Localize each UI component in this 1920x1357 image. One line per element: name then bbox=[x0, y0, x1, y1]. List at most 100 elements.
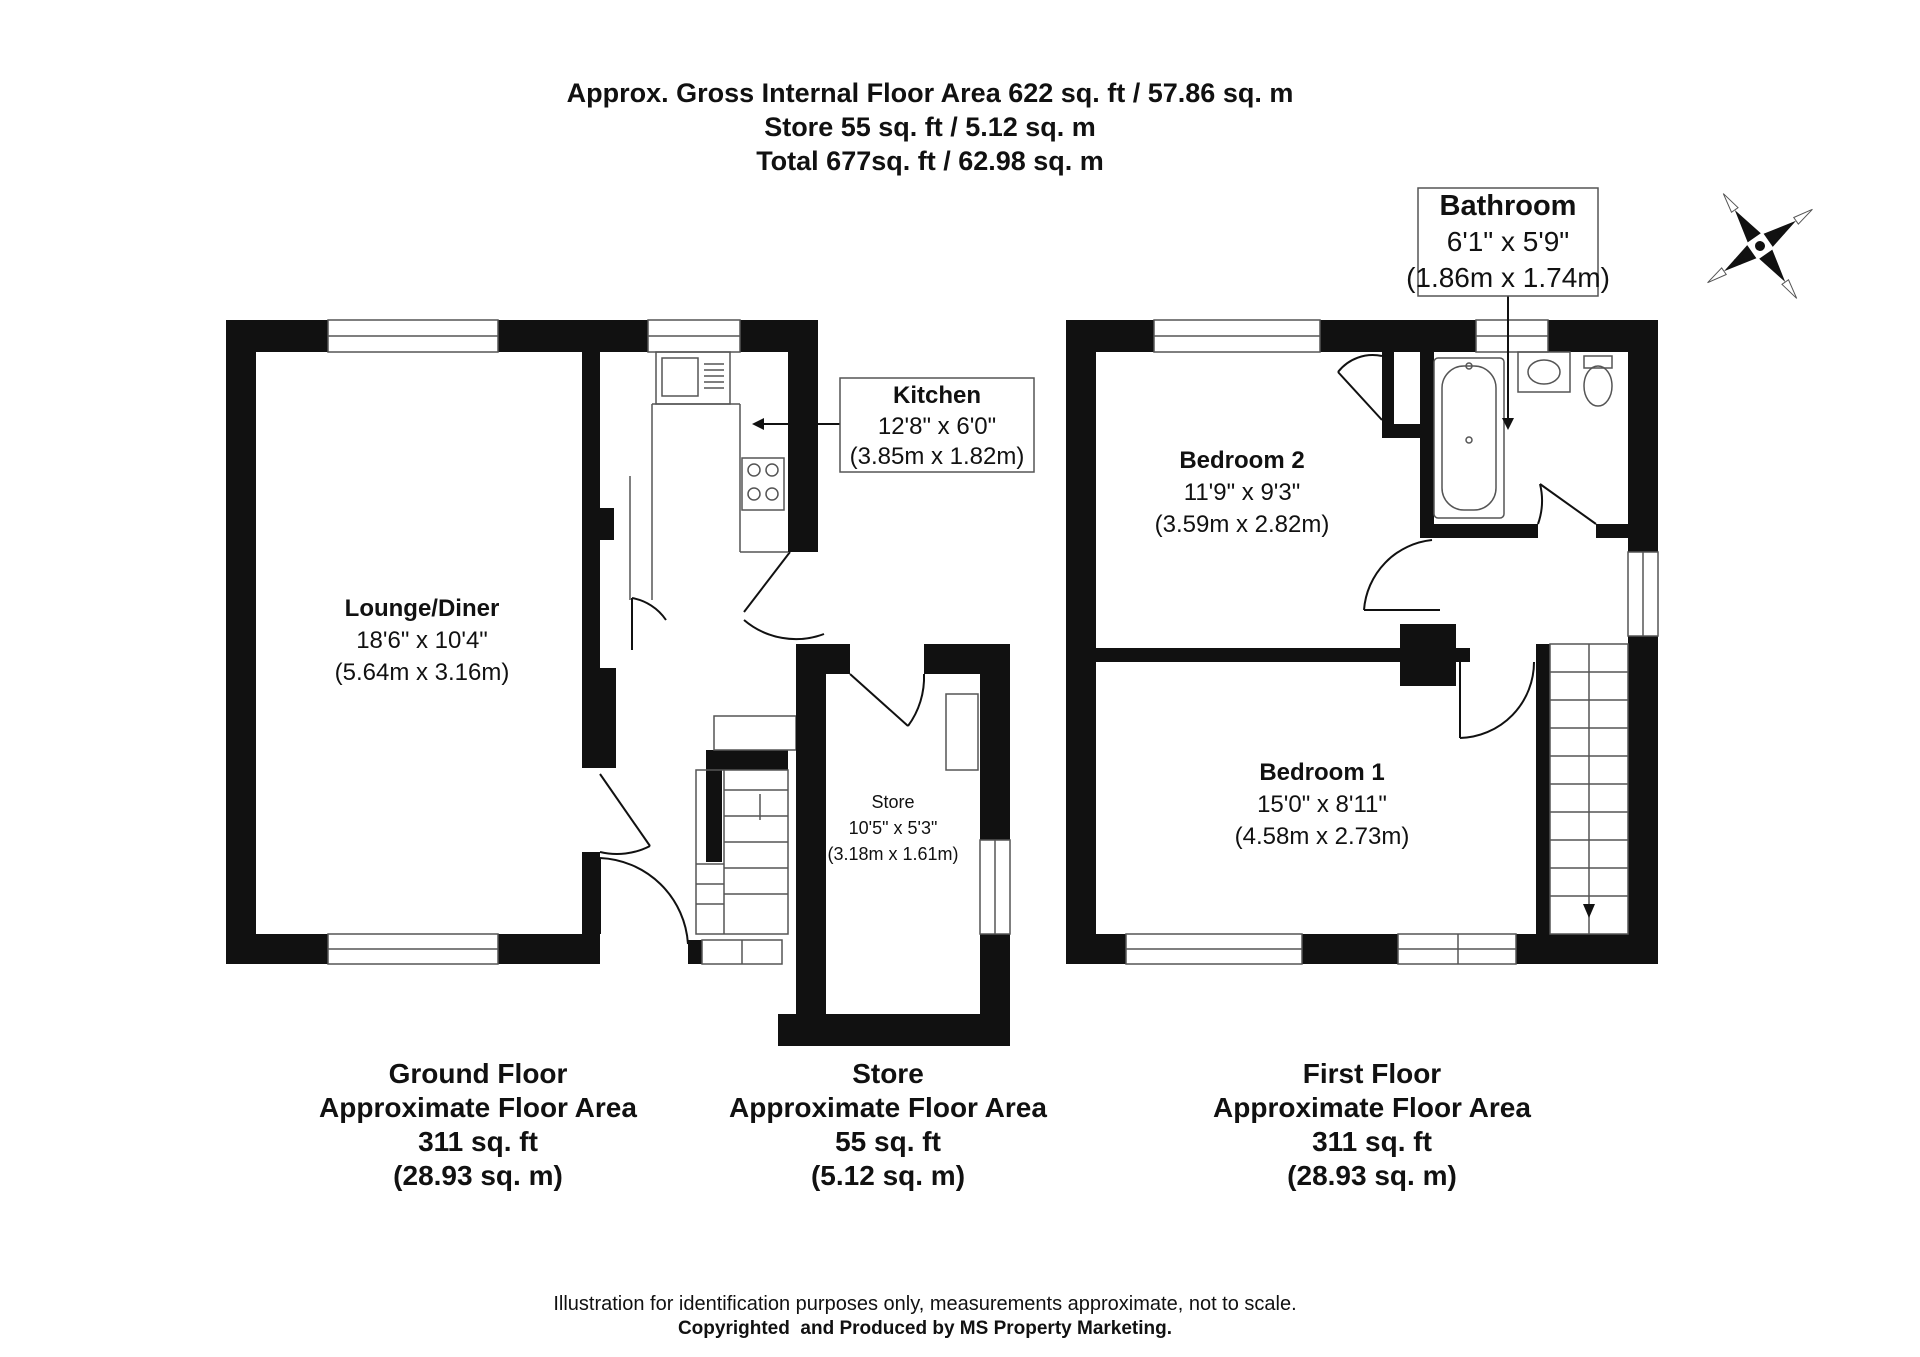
footer: Illustration for identification purposes… bbox=[553, 1293, 1296, 1339]
wall bbox=[796, 644, 850, 674]
storage-unit bbox=[945, 693, 979, 771]
wall bbox=[778, 1014, 1010, 1046]
wall bbox=[1302, 934, 1398, 964]
room-label-bedroom-1: Bedroom 1 15'0" x 8'11" (4.58m x 2.73m) bbox=[1235, 759, 1410, 850]
floor-area-imperial: 311 sq. ft bbox=[1312, 1126, 1432, 1157]
wall bbox=[498, 934, 600, 964]
wall bbox=[1320, 320, 1476, 352]
wall bbox=[226, 320, 328, 352]
floor-area-imperial: 311 sq. ft bbox=[418, 1126, 538, 1157]
floor-area-metric: (28.93 sq. m) bbox=[393, 1160, 563, 1191]
store-plan bbox=[778, 644, 1011, 1046]
toilet bbox=[1583, 365, 1613, 407]
room-label-bedroom-2: Bedroom 2 11'9" x 9'3" (3.59m x 2.82m) bbox=[1155, 447, 1330, 538]
floor-subtitle: Approximate Floor Area bbox=[1213, 1092, 1531, 1123]
ground-floor-caption: Ground Floor Approximate Floor Area 311 … bbox=[319, 1058, 637, 1191]
disclaimer: Illustration for identification purposes… bbox=[553, 1293, 1296, 1315]
wall bbox=[706, 750, 788, 770]
wall bbox=[1066, 934, 1126, 964]
wall bbox=[796, 644, 826, 1046]
wall bbox=[498, 320, 648, 352]
room-name: Store bbox=[871, 792, 914, 812]
floor-area-summary: Approx. Gross Internal Floor Area 622 sq… bbox=[567, 78, 1294, 176]
copyright: Copyrighted and Produced by MS Property … bbox=[678, 1318, 1172, 1339]
wall bbox=[226, 320, 256, 964]
room-size-imperial: 12'8" x 6'0" bbox=[878, 413, 996, 440]
gross-area-line: Approx. Gross Internal Floor Area 622 sq… bbox=[567, 78, 1294, 108]
wall bbox=[980, 934, 1010, 1046]
door bbox=[599, 773, 651, 847]
wall bbox=[1536, 644, 1550, 934]
front-door bbox=[599, 857, 689, 945]
door bbox=[1539, 483, 1597, 525]
room-size-metric: (3.59m x 2.82m) bbox=[1155, 511, 1330, 538]
chimney-breast bbox=[1400, 624, 1456, 686]
hob bbox=[741, 457, 785, 511]
floor-subtitle: Approximate Floor Area bbox=[319, 1092, 637, 1123]
wall bbox=[1096, 648, 1400, 662]
wall bbox=[600, 508, 614, 540]
door bbox=[849, 673, 909, 727]
wall bbox=[980, 644, 1010, 840]
wall bbox=[582, 352, 600, 672]
room-size-metric: (3.18m x 1.61m) bbox=[827, 844, 958, 864]
ground-floor-plan bbox=[226, 319, 840, 965]
drainer bbox=[704, 363, 724, 389]
room-label-kitchen: Kitchen 12'8" x 6'0" (3.85m x 1.82m) bbox=[839, 377, 1035, 473]
total-area-line: Total 677sq. ft / 62.98 sq. m bbox=[756, 146, 1104, 176]
room-size-imperial: 15'0" x 8'11" bbox=[1257, 791, 1387, 818]
room-size-metric: (4.58m x 2.73m) bbox=[1235, 823, 1410, 850]
wall bbox=[924, 644, 1010, 674]
floor-area-imperial: 55 sq. ft bbox=[835, 1126, 941, 1157]
wall bbox=[1420, 524, 1538, 538]
wall bbox=[688, 940, 702, 964]
room-size-imperial: 18'6" x 10'4" bbox=[356, 627, 488, 654]
room-size-imperial: 10'5" x 5'3" bbox=[849, 818, 938, 838]
first-floor-plan bbox=[1066, 296, 1659, 965]
wall bbox=[1066, 320, 1154, 352]
room-name: Lounge/Diner bbox=[345, 595, 500, 622]
wall bbox=[706, 770, 722, 862]
wall bbox=[226, 934, 328, 964]
room-size-imperial: 6'1" x 5'9" bbox=[1447, 226, 1569, 257]
wall bbox=[1456, 648, 1470, 662]
wall bbox=[1596, 524, 1628, 538]
stairs-arrow bbox=[1583, 904, 1595, 918]
toilet-cistern bbox=[1583, 355, 1613, 369]
floor-subtitle: Approximate Floor Area bbox=[729, 1092, 1047, 1123]
room-name: Bathroom bbox=[1440, 190, 1577, 222]
store-area-line: Store 55 sq. ft / 5.12 sq. m bbox=[764, 112, 1096, 142]
staircase bbox=[695, 769, 789, 935]
store-caption: Store Approximate Floor Area 55 sq. ft (… bbox=[729, 1058, 1047, 1191]
floor-area-metric: (5.12 sq. m) bbox=[811, 1160, 965, 1191]
room-name: Bedroom 2 bbox=[1179, 447, 1304, 474]
floor-title: Store bbox=[852, 1058, 924, 1089]
room-label-bathroom: Bathroom 6'1" x 5'9" (1.86m x 1.74m) bbox=[1406, 187, 1610, 297]
cupboard bbox=[713, 715, 797, 751]
room-size-imperial: 11'9" x 9'3" bbox=[1184, 479, 1301, 506]
wall bbox=[1516, 934, 1658, 964]
first-floor-caption: First Floor Approximate Floor Area 311 s… bbox=[1213, 1058, 1531, 1191]
room-label-store: Store 10'5" x 5'3" (3.18m x 1.61m) bbox=[827, 792, 958, 864]
wall bbox=[1066, 320, 1096, 964]
floor-area-metric: (28.93 sq. m) bbox=[1287, 1160, 1457, 1191]
compass-icon: N E S W bbox=[1707, 193, 1813, 299]
wall bbox=[788, 320, 818, 552]
room-size-metric: (5.64m x 3.16m) bbox=[335, 659, 510, 686]
chimney-breast bbox=[582, 668, 616, 768]
bath bbox=[1433, 357, 1505, 519]
room-size-metric: (3.85m x 1.82m) bbox=[850, 443, 1025, 470]
label-box bbox=[1417, 187, 1599, 297]
basin bbox=[1517, 351, 1571, 393]
label-box bbox=[839, 377, 1035, 473]
floor-title: Ground Floor bbox=[389, 1058, 568, 1089]
wall bbox=[582, 852, 600, 934]
door bbox=[743, 551, 791, 613]
room-name: Bedroom 1 bbox=[1259, 759, 1384, 786]
room-name: Kitchen bbox=[893, 382, 981, 409]
room-label-lounge: Lounge/Diner 18'6" x 10'4" (5.64m x 3.16… bbox=[335, 595, 510, 686]
wall bbox=[1420, 352, 1434, 538]
wall bbox=[1628, 320, 1658, 552]
wall bbox=[1382, 424, 1420, 438]
